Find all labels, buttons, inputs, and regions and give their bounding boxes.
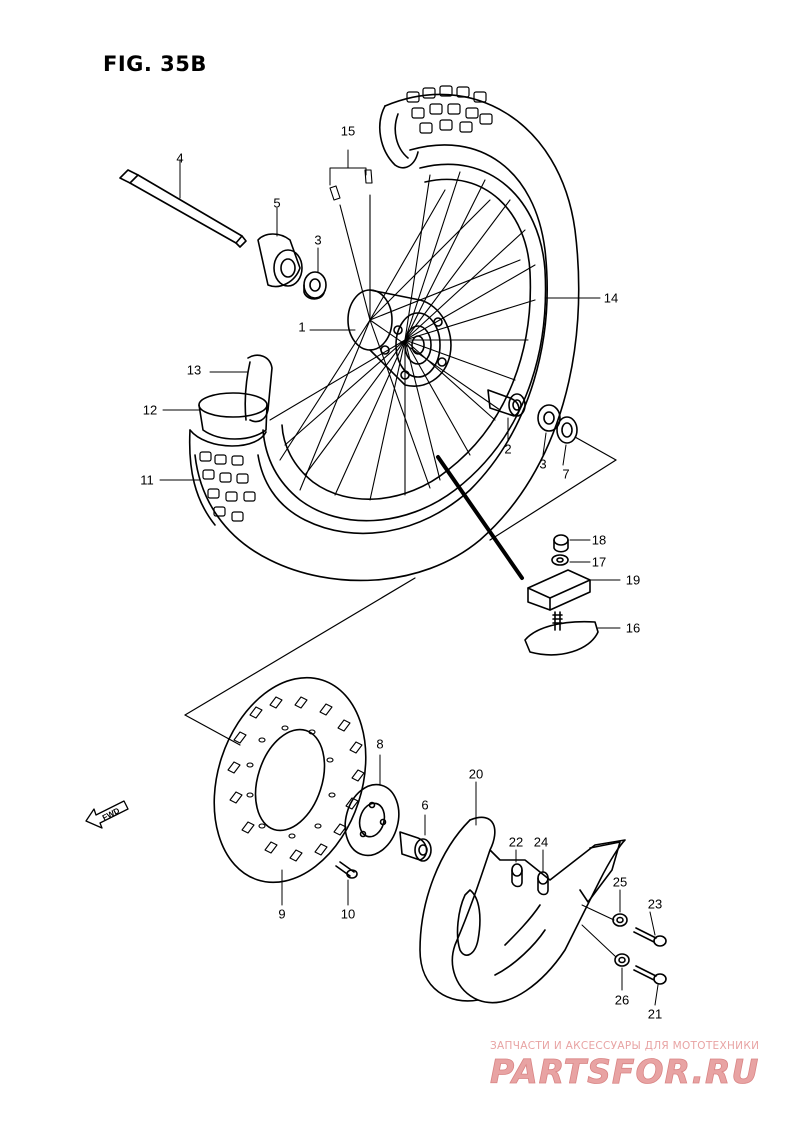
callout-3-left: 3 xyxy=(314,232,322,248)
spacer xyxy=(257,233,303,288)
callout-10: 10 xyxy=(340,906,356,922)
washer-25 xyxy=(612,913,628,927)
callout-2: 2 xyxy=(504,441,512,457)
figure-title: FIG. 35B xyxy=(103,52,207,76)
rim-lock-nut xyxy=(553,534,569,553)
tire-lower-section xyxy=(188,429,267,526)
callout-1: 1 xyxy=(298,319,306,335)
washer-26 xyxy=(614,953,630,967)
cover-collar-22 xyxy=(511,863,523,888)
disc-cover xyxy=(419,816,626,1004)
callout-3-right: 3 xyxy=(539,456,547,472)
rim-lock-pad xyxy=(527,569,591,611)
watermark-logo: PARTSFOR.RU xyxy=(490,1052,759,1090)
callout-19: 19 xyxy=(625,572,641,588)
callout-12: 12 xyxy=(142,402,158,418)
forward-arrow-icon: FWD xyxy=(85,800,129,829)
tire xyxy=(194,85,580,582)
callout-21: 21 xyxy=(647,1006,663,1022)
callout-13: 13 xyxy=(186,362,202,378)
collar xyxy=(399,831,432,862)
rim-band xyxy=(198,392,268,440)
callout-6: 6 xyxy=(421,797,429,813)
callout-22: 22 xyxy=(508,834,524,850)
callout-8: 8 xyxy=(376,736,384,752)
callout-4: 4 xyxy=(176,150,184,166)
distance-collar xyxy=(487,389,526,417)
callout-5: 5 xyxy=(273,195,281,211)
rim-lock-bolt xyxy=(552,611,563,631)
fwd-label: FWD xyxy=(101,806,122,823)
watermark-logo-text: PARTSFOR.RU xyxy=(490,1052,759,1090)
rim-lock-shoe xyxy=(524,620,599,656)
callout-18: 18 xyxy=(591,532,607,548)
exploded-frame xyxy=(184,436,617,746)
callout-24: 24 xyxy=(533,834,549,850)
gear-disk xyxy=(344,783,400,857)
callout-7: 7 xyxy=(562,466,570,482)
spoke-nipples xyxy=(329,169,373,201)
watermark-tagline: ЗАПЧАСТИ И АКСЕССУАРЫ ДЛЯ МОТОТЕХНИКИ xyxy=(490,1040,760,1052)
callout-14: 14 xyxy=(603,290,619,306)
spokes xyxy=(269,171,536,501)
leader-lines xyxy=(159,149,659,1006)
callout-11: 11 xyxy=(140,472,154,488)
rim xyxy=(262,163,547,522)
rim-lock-washer xyxy=(551,554,569,566)
callout-9: 9 xyxy=(278,906,286,922)
callout-25: 25 xyxy=(612,874,628,890)
bolt-23 xyxy=(633,927,667,947)
oil-seal xyxy=(556,416,578,444)
callout-16: 16 xyxy=(625,620,641,636)
disc-bolt xyxy=(335,861,358,879)
axle xyxy=(119,169,247,248)
bolt-21 xyxy=(633,965,667,985)
callout-23: 23 xyxy=(647,896,663,912)
bearing-right xyxy=(537,404,561,432)
rim-lock-leader xyxy=(436,455,524,580)
callout-20: 20 xyxy=(468,766,484,782)
bearing-left xyxy=(303,271,327,300)
tube xyxy=(244,354,273,423)
callout-17: 17 xyxy=(591,554,607,570)
brake-disc xyxy=(213,676,367,884)
callout-15: 15 xyxy=(340,123,356,139)
hub xyxy=(347,289,452,387)
callout-26: 26 xyxy=(614,992,630,1008)
